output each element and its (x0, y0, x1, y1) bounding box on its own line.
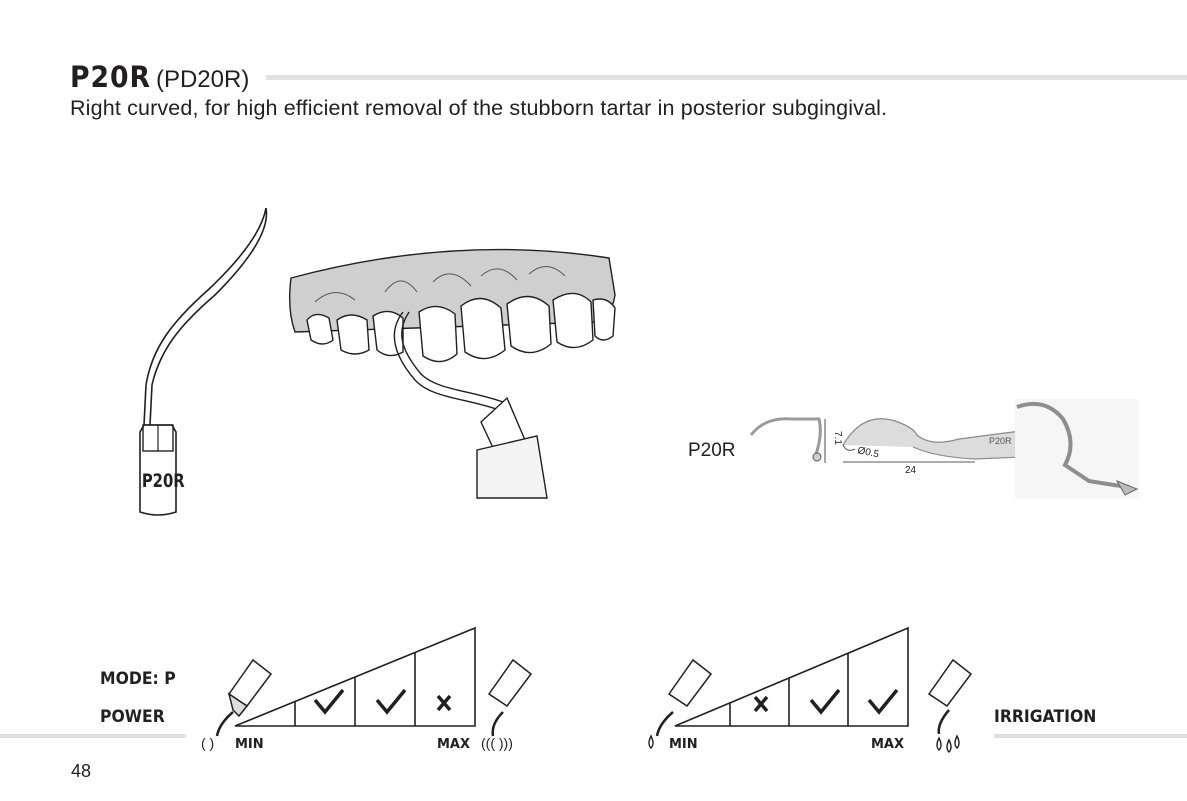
power-scale: ( ) MIN MAX ((( ))) (201, 626, 533, 752)
dimension-height: 7.1 (832, 431, 843, 445)
tip-dimension-drawing: 7.1 24 Ø0.5 P20R (749, 399, 1139, 499)
cross-icon (436, 694, 452, 712)
check-icon (375, 688, 407, 715)
handpiece-icon (215, 658, 273, 737)
irrigation-label: IRRIGATION (994, 707, 1097, 727)
vibration-icon: ( ) (201, 735, 214, 751)
handpiece-icon (655, 658, 713, 737)
irrigation-max-label: MAX (871, 737, 904, 752)
tip-illustration: P20R (139, 207, 268, 516)
tip-marking: P20R (989, 436, 1012, 446)
title-divider (266, 75, 1187, 80)
page-number: 48 (71, 761, 92, 781)
teeth-illustration (288, 248, 616, 499)
dimension-length: 24 (905, 465, 917, 476)
power-max-label: MAX (437, 737, 470, 752)
footer-divider-right (994, 734, 1187, 738)
power-label: POWER (100, 707, 165, 727)
irrigation-triangle (674, 626, 909, 727)
water-drop-icon (648, 734, 654, 749)
product-description: Right curved, for high efficient removal… (70, 96, 888, 120)
mode-label: MODE: P (100, 669, 176, 689)
check-icon (867, 688, 899, 715)
water-drop-icon (936, 734, 960, 753)
tip-engraving: P20R (142, 470, 185, 492)
cross-icon (753, 695, 769, 713)
power-min-label: MIN (235, 737, 264, 752)
handpiece-icon (927, 658, 973, 735)
footer-divider-left (0, 734, 186, 738)
handpiece-icon (487, 658, 533, 737)
check-icon (809, 688, 841, 715)
vibration-icon: ((( ))) (481, 735, 513, 751)
product-title: P20R (PD20R) (70, 60, 249, 96)
irrigation-min-label: MIN (669, 737, 698, 752)
tip-code-label: P20R (688, 440, 736, 461)
check-icon (313, 688, 345, 715)
product-alias: (PD20R) (155, 66, 250, 93)
dimension-diameter: Ø0.5 (856, 445, 880, 460)
irrigation-scale: MIN MAX (648, 626, 973, 753)
product-code: P20R (70, 60, 151, 94)
